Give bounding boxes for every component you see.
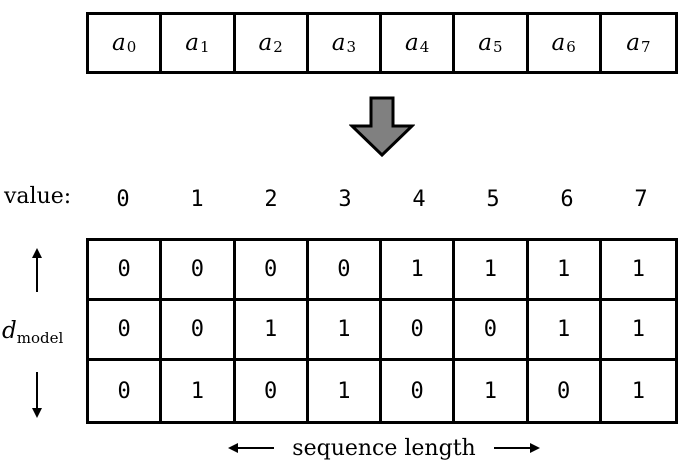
arrow-right-icon	[494, 443, 540, 453]
sequence-length-label: sequence length	[292, 435, 476, 461]
bit-cell: 1	[528, 241, 602, 301]
value-row: 0 1 2 3 4 5 6 7	[86, 182, 678, 216]
bit-cell: 1	[162, 361, 236, 421]
value-cell: 0	[116, 186, 130, 212]
bit-cell: 0	[89, 301, 163, 361]
value-label: value:	[4, 184, 72, 209]
token-symbol: a	[478, 30, 492, 56]
bit-cell: 1	[309, 361, 382, 421]
token-symbol: a	[551, 30, 566, 56]
bit-cell: 1	[308, 301, 382, 361]
bit-cell: 0	[382, 361, 456, 421]
token-symbol: a	[331, 30, 346, 56]
bit-cell: 1	[235, 301, 309, 361]
bit-cell: 1	[455, 241, 529, 301]
token-index: 3	[346, 38, 356, 56]
down-block-arrow-shape	[349, 96, 415, 158]
token-symbol: a	[626, 30, 640, 56]
arrow-up-icon	[32, 248, 42, 292]
dmodel-label: dmodel	[2, 318, 64, 347]
token-symbol: a	[111, 30, 126, 56]
token-index: 4	[419, 38, 430, 56]
bit-cell: 0	[89, 361, 163, 421]
value-cell: 5	[486, 186, 500, 212]
bit-cell: 0	[308, 241, 382, 301]
token-index: 6	[566, 38, 576, 56]
bit-cell: 0	[455, 301, 529, 361]
value-cell: 4	[412, 186, 426, 212]
token-symbol: a	[258, 30, 273, 56]
bit-cell: 0	[529, 361, 602, 421]
bit-cell: 1	[601, 241, 675, 301]
token-index: 1	[199, 38, 210, 56]
value-cell: 3	[338, 186, 352, 212]
bit-cell: 0	[89, 241, 163, 301]
value-cell: 6	[560, 186, 574, 212]
value-cell: 7	[634, 186, 648, 212]
bit-cell: 1	[528, 301, 602, 361]
arrow-down-icon	[32, 372, 42, 418]
value-cell: 1	[190, 186, 204, 212]
value-cell: 2	[264, 186, 278, 212]
bit-cell: 1	[455, 361, 529, 421]
token-symbol: a	[185, 30, 199, 56]
token-index: 7	[640, 38, 651, 56]
dmodel-symbol: d	[2, 318, 17, 344]
token-symbol: a	[404, 30, 419, 56]
down-block-arrow-icon	[349, 96, 415, 158]
token-index: 0	[126, 38, 137, 56]
bit-cell: 1	[382, 241, 456, 301]
binary-encoding-grid: 0 0 0 0 1 1 1 1 0 0 1 1 0 0 1 1 0 1 0 1 …	[86, 238, 678, 424]
sequence-length-axis: sequence length	[228, 434, 540, 462]
bit-cell: 0	[162, 301, 236, 361]
arrow-left-icon	[228, 443, 274, 453]
bit-cell: 0	[162, 241, 236, 301]
bit-cell: 0	[382, 301, 456, 361]
token-index: 5	[492, 38, 503, 56]
dmodel-subscript: model	[16, 329, 64, 347]
bit-cell: 0	[235, 241, 309, 301]
token-index: 2	[273, 38, 283, 56]
bit-cell: 0	[236, 361, 309, 421]
bit-cell: 1	[631, 378, 645, 404]
bit-cell: 1	[601, 301, 675, 361]
